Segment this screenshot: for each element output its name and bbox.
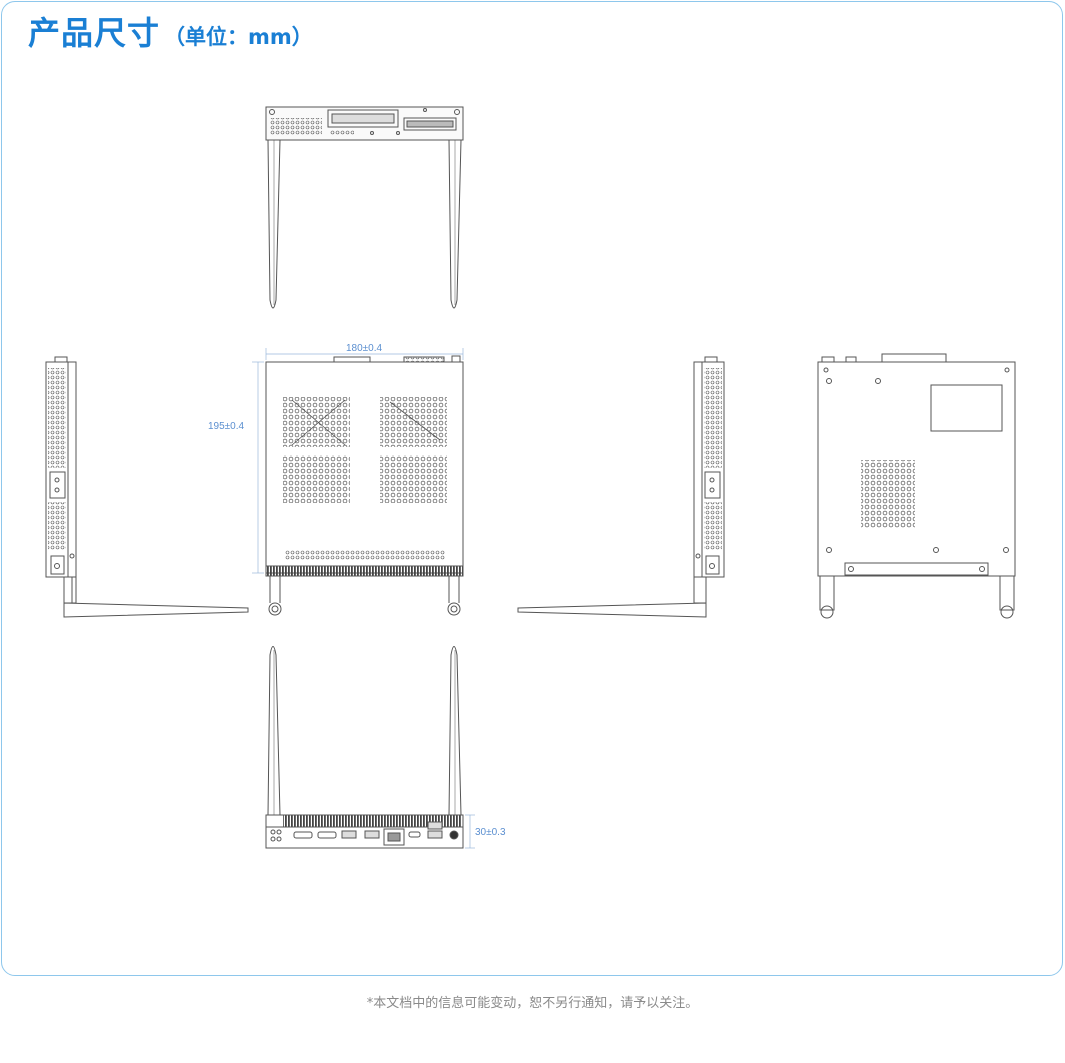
content-frame (1, 1, 1063, 976)
left-side-view (45, 356, 249, 618)
title-main: 产品尺寸 (28, 14, 161, 52)
io-view (265, 646, 475, 849)
main-view (252, 348, 464, 616)
page-title: 产品尺寸（单位：mm） (28, 8, 313, 54)
width-dimension: 180±0.4 (346, 343, 383, 354)
top-view (265, 106, 464, 309)
depth-dimension: 195±0.4 (208, 421, 245, 432)
footnote: *本文档中的信息可能变动，恕不另行通知，请予以关注。 (366, 996, 699, 1011)
right-side-view (517, 356, 725, 618)
bottom-view (817, 353, 1016, 619)
title-unit: （单位：mm） (164, 25, 313, 49)
height-dimension: 30±0.3 (475, 827, 506, 838)
